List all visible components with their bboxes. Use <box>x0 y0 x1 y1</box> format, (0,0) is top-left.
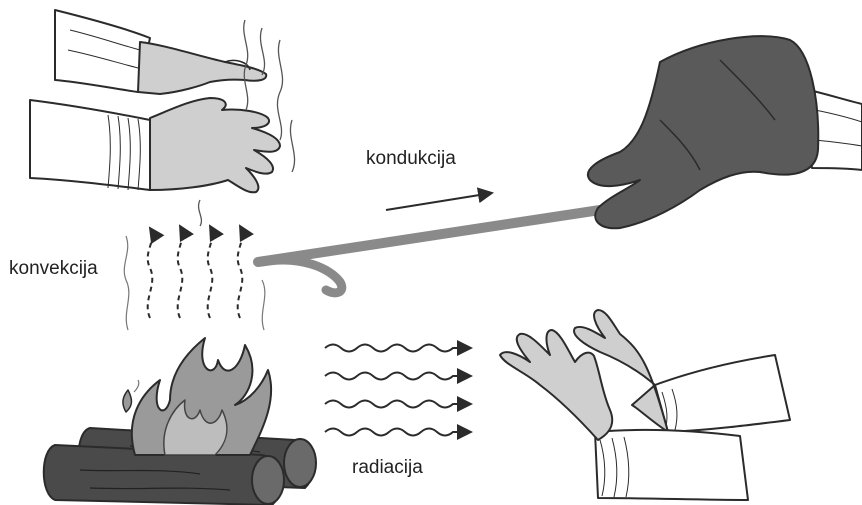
front-right-sleeve <box>595 430 748 500</box>
radiation-arrows <box>325 345 471 436</box>
convection-arrow-1 <box>148 228 153 318</box>
convection-arrows <box>148 226 243 318</box>
radiation-arrow-3 <box>325 401 471 408</box>
convection-arrow-2 <box>178 226 183 318</box>
gloved-hand <box>588 36 862 228</box>
front-sleeve <box>30 100 150 190</box>
conduction-label: kondukcija <box>366 148 456 170</box>
back-sleeve <box>55 10 150 92</box>
convection-arrow-4 <box>238 226 243 318</box>
back-right-sleeve <box>655 355 790 432</box>
radiation-arrow-2 <box>325 373 471 380</box>
campfire <box>44 338 316 505</box>
conduction-arrow <box>386 193 492 210</box>
convection-arrow-3 <box>208 226 213 318</box>
radiation-label: radiacija <box>352 457 423 479</box>
radiation-hands <box>500 310 790 500</box>
front-hand <box>150 98 280 192</box>
radiation-arrow-4 <box>325 429 471 436</box>
ember <box>123 390 132 412</box>
glove <box>588 36 818 228</box>
conduction-rod <box>258 210 600 293</box>
convection-hands <box>30 10 295 226</box>
convection-label: konvekcija <box>9 258 98 280</box>
radiation-arrow-1 <box>325 345 471 352</box>
